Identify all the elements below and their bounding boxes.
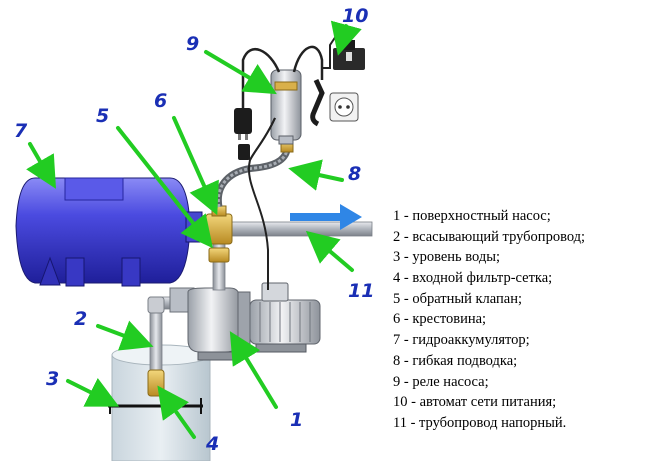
label-9: 9 [186, 33, 199, 55]
callout-arrow-2 [96, 320, 154, 351]
pressure-switch [270, 69, 302, 145]
power-socket [329, 92, 359, 122]
label-11: 11 [348, 280, 374, 302]
legend-item-8: 8 - гибкая подводка; [393, 352, 518, 369]
legend-item-3: 3 - уровень воды; [393, 249, 501, 266]
callout-arrow-9 [204, 50, 277, 95]
callout-arrow-7 [26, 142, 57, 189]
callout-arrow-6 [172, 116, 219, 216]
legend-item-2: 2 - всасывающий трубопровод; [393, 228, 586, 245]
flow-direction-arrow [290, 204, 362, 230]
callout-arrow-8 [288, 159, 344, 191]
legend-item-10: 10 - автомат сети питания; [393, 394, 557, 411]
callout-arrow-4 [157, 385, 196, 439]
pressure-pipe [231, 221, 373, 237]
label-1: 1 [290, 409, 303, 431]
check-valve [208, 247, 230, 263]
label-5: 5 [96, 105, 109, 127]
legend-item-4: 4 - входной фильтр-сетка; [393, 270, 553, 287]
flexible-hose-braid [216, 149, 289, 208]
legend-item-9: 9 - реле насоса; [393, 373, 489, 390]
cross-fitting [205, 213, 233, 245]
socket-plug [310, 78, 325, 127]
legend: 1 - поверхностный насос; 2 - всасывающий… [393, 206, 585, 434]
surface-pump [169, 282, 321, 361]
label-3: 3 [46, 368, 59, 390]
label-7: 7 [14, 120, 28, 142]
callout-arrow-3 [66, 377, 120, 407]
callout-arrow-5 [116, 126, 213, 249]
legend-item-6: 6 - крестовина; [393, 311, 487, 328]
label-4: 4 [205, 433, 219, 455]
power-plug [234, 108, 252, 140]
label-6: 6 [154, 90, 167, 112]
callout-arrow-10 [330, 20, 362, 56]
legend-item-11: 11 - трубопровод напорный. [393, 414, 567, 431]
label-10: 10 [342, 5, 368, 27]
callout-arrow-11 [305, 230, 354, 272]
callout-arrow-1 [229, 331, 278, 409]
legend-item-5: 5 - обратный клапан; [393, 290, 522, 307]
cable-supply [292, 45, 324, 80]
suction-elbow-joint [147, 296, 165, 314]
legend-item-7: 7 - гидроаккумулятор; [393, 332, 530, 349]
label-2: 2 [74, 308, 87, 330]
cable-motor-down [247, 117, 276, 290]
circuit-breaker [333, 40, 365, 70]
plug-small [238, 144, 250, 160]
label-8: 8 [348, 163, 361, 185]
legend-item-1: 1 - поверхностный насос; [393, 208, 551, 224]
accumulator-tank [15, 177, 203, 287]
